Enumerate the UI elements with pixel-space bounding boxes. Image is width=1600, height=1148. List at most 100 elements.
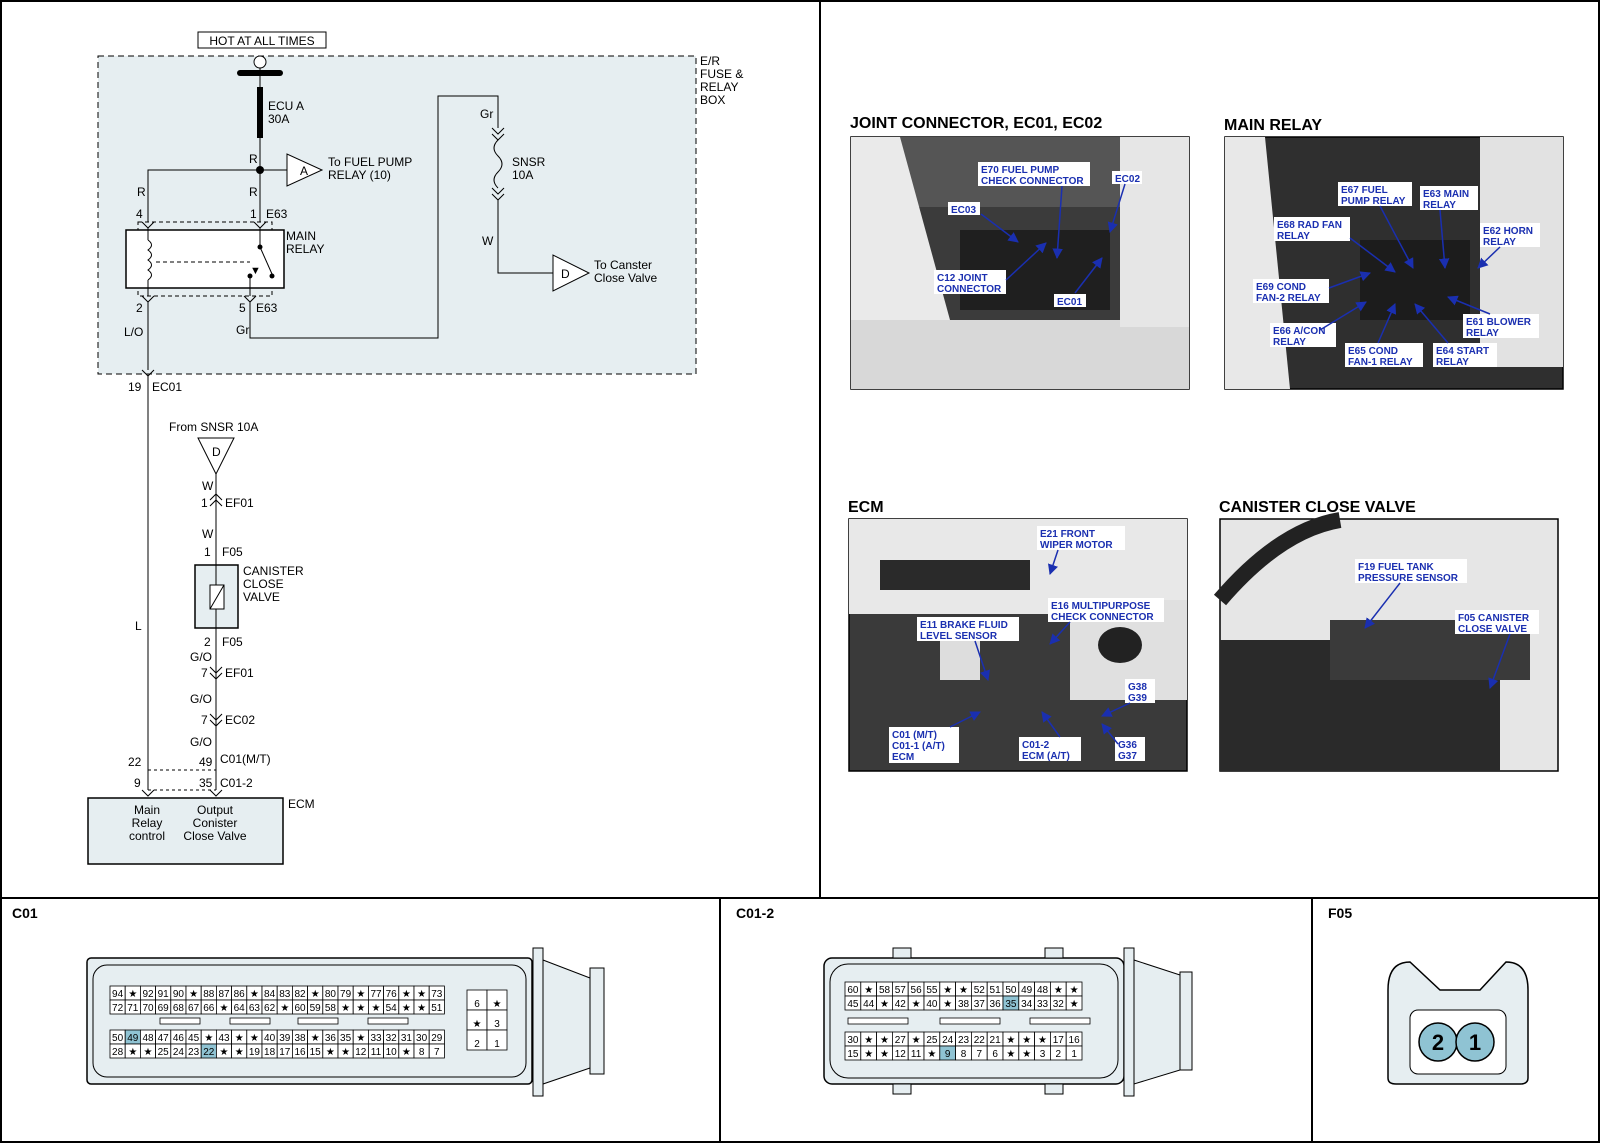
pin-number: 23 [188, 1047, 200, 1058]
pin-22: 22 [128, 755, 142, 769]
mr-callout-1: E67 FUEL [1341, 185, 1388, 196]
key-slot [297, 1017, 339, 1025]
can-callout-4: CLOSE VALVE [1458, 624, 1527, 635]
pin-number: ★ [943, 985, 952, 996]
photo-title-canister: CANISTER CLOSE VALVE [1219, 499, 1416, 516]
wire-gr-2: Gr [480, 107, 493, 121]
ecm-callout-15: G37 [1118, 751, 1137, 762]
mr-callout-17: E64 START [1436, 346, 1489, 357]
jc-callout-2: CHECK CONNECTOR [981, 176, 1084, 187]
connector-d-triangle-1 [552, 254, 591, 292]
pin-number: 1 [494, 1039, 500, 1050]
pin-number: 84 [264, 989, 276, 1000]
pin-number: 21 [990, 1035, 1002, 1046]
photo-title-main-relay: MAIN RELAY [1224, 117, 1322, 134]
pin-number: 2 [1056, 1049, 1062, 1060]
pin-number: ★ [880, 999, 889, 1010]
pin-1: 1 [250, 207, 257, 221]
mr-callout-16: FAN-1 RELAY [1348, 357, 1413, 368]
can-callout-3: F05 CANISTER [1458, 613, 1530, 624]
main-relay-control-1: Main [134, 803, 160, 817]
pin-number: 90 [173, 989, 185, 1000]
pin-number: ★ [927, 1049, 936, 1060]
ecm-callout-13: ECM (A/T) [1022, 751, 1070, 762]
pin-number: 37 [974, 999, 986, 1010]
mr-callout-18: RELAY [1436, 357, 1469, 368]
pin-number: 45 [847, 999, 859, 1010]
pin-number: 7 [977, 1049, 983, 1060]
pin-number: 48 [1037, 985, 1049, 996]
pin-number: 32 [1053, 999, 1065, 1010]
pin-4: 4 [136, 207, 143, 221]
from-snsr: From SNSR 10A [169, 420, 258, 434]
pin-number: 77 [370, 989, 382, 1000]
wire-w-2: W [202, 479, 214, 493]
c01-title: C01 [12, 905, 38, 921]
pin-number: ★ [959, 985, 968, 996]
mr-callout-6: RELAY [1277, 231, 1310, 242]
key-slot [939, 1017, 1001, 1025]
pin-number: 87 [218, 989, 230, 1000]
pin-number: 22 [974, 1035, 986, 1046]
photo-canister: CANISTER CLOSE VALVE F19 FUEL TANK PRESS… [1213, 499, 1559, 772]
connector-a-triangle [286, 153, 324, 187]
snsr-fuse-label-2: 10A [512, 168, 533, 182]
photo-joint-connector: JOINT CONNECTOR, EC01, EC02 E70 FUEL PUM… [850, 115, 1190, 390]
can-callout-2: PRESSURE SENSOR [1358, 573, 1459, 584]
pin-number: ★ [144, 1047, 153, 1058]
pin-number: 69 [158, 1003, 170, 1014]
ecm-callout-3: E16 MULTIPURPOSE [1051, 601, 1151, 612]
pin-number: ★ [311, 989, 320, 1000]
pin-number: 62 [264, 1003, 276, 1014]
ef01-label-a: EF01 [225, 496, 254, 510]
pin-number: ★ [1022, 1049, 1031, 1060]
pin-number: 54 [386, 1003, 398, 1014]
output-canister-2: Conister [193, 816, 238, 830]
pin-number: ★ [1038, 1035, 1047, 1046]
main-relay-control-3: control [129, 829, 165, 843]
pin-number: ★ [204, 1033, 213, 1044]
pin-number: 24 [173, 1047, 185, 1058]
pin-number: 38 [958, 999, 970, 1010]
pin-cell [1065, 995, 1083, 1011]
pin-number: 40 [926, 999, 938, 1010]
mr-callout-12: RELAY [1466, 328, 1499, 339]
pin-number: 8 [419, 1047, 425, 1058]
pin-number: 24 [942, 1035, 954, 1046]
pin-number: ★ [912, 1035, 921, 1046]
jc-callout-5: C12 JOINT [937, 273, 988, 284]
output-canister-1: Output [197, 803, 234, 817]
mr-callout-14: RELAY [1273, 337, 1306, 348]
f05-label-a: F05 [222, 545, 243, 559]
jc-callout-3: EC02 [1115, 174, 1140, 185]
connector-a-label: A [300, 164, 308, 178]
photo-title-joint: JOINT CONNECTOR, EC01, EC02 [850, 115, 1102, 132]
to-canister-2: Close Valve [594, 271, 657, 285]
pin-number: ★ [943, 999, 952, 1010]
pin-number: 63 [249, 1003, 261, 1014]
pin-number: 30 [847, 1035, 859, 1046]
wire-go-1: G/O [190, 650, 212, 664]
jc-callout-6: CONNECTOR [937, 284, 1002, 295]
pin-number: 91 [158, 989, 170, 1000]
pin-number: ★ [189, 989, 198, 1000]
ecu-fuse-label-2: 30A [268, 112, 289, 126]
pin-number: 88 [203, 989, 215, 1000]
pin-number: 57 [895, 985, 907, 996]
pin-number: 12 [895, 1049, 907, 1060]
ecu-fuse-label-1: ECU A [268, 99, 304, 113]
ecm-callout-6: LEVEL SENSOR [920, 631, 998, 642]
pin-number: 2 [474, 1039, 480, 1050]
ec02-label: EC02 [225, 713, 255, 727]
pin-number: 51 [431, 1003, 443, 1014]
pin-number: 55 [926, 985, 938, 996]
pin-number: ★ [864, 1035, 873, 1046]
jc-callout-4: EC03 [951, 205, 976, 216]
mr-callout-13: E66 A/CON [1273, 326, 1325, 337]
snsr-fuse [493, 139, 503, 189]
wire-go-3: G/O [190, 735, 212, 749]
pin-number: ★ [402, 1047, 411, 1058]
pin-7-ef01: 7 [201, 666, 208, 680]
ecm-callout-7: G38 [1128, 682, 1147, 693]
pin-number: 56 [911, 985, 923, 996]
